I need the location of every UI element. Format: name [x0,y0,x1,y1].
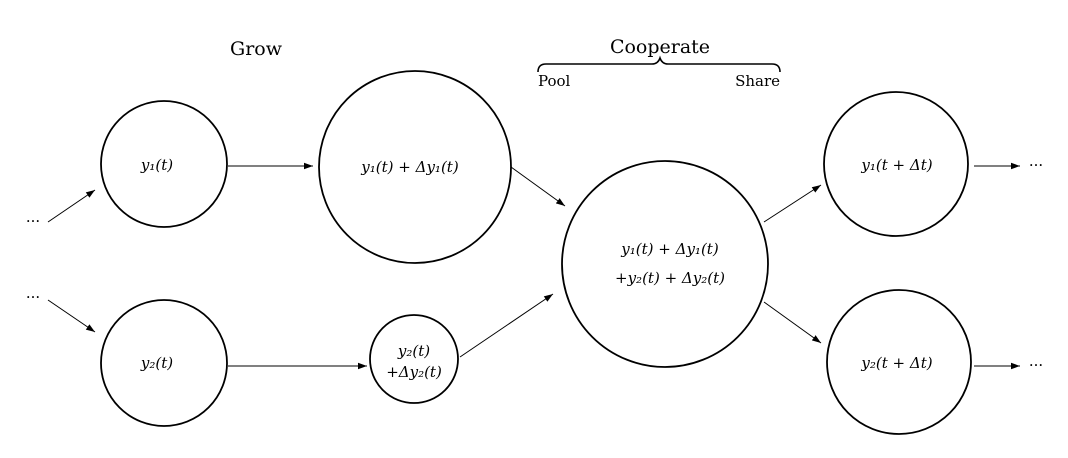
grow-header: Grow [230,38,283,60]
edge-y2-grown-to-pool [459,293,554,358]
share-label: Share [735,72,780,90]
ellipsis-out-bottom: ··· [1029,356,1043,374]
node-y2-t-line-1: y₂(t) [140,354,173,372]
ellipsis-out-top: ··· [1029,156,1043,174]
node-pooled: y₁(t) + Δy₁(t) +y₂(t) + Δy₂(t) [561,160,769,368]
edge-pool-to-y1-next [763,184,822,223]
cooperate-header: Cooperate [610,36,710,58]
edge-ellipsis-to-y2 [47,299,96,333]
ellipsis-in-top: ··· [26,212,40,230]
node-y1-grown: y₁(t) + Δy₁(t) [318,70,512,264]
node-pooled-line-2: +y₂(t) + Δy₂(t) [615,269,725,287]
node-pooled-line-1: y₁(t) + Δy₁(t) [620,240,719,258]
edge-y1-grown-to-pool [510,166,566,207]
cooperate-brace [537,55,781,73]
node-y1-next-line-1: y₁(t + Δt) [860,156,932,174]
ellipsis-in-bottom: ··· [26,288,40,306]
edge-pool-to-y2-next [763,301,822,344]
node-y1-t: y₁(t) [100,100,228,228]
pool-label: Pool [538,72,571,90]
node-y2-t: y₂(t) [100,299,228,427]
node-y2-grown: y₂(t) +Δy₂(t) [369,314,459,404]
node-y2-grown-line-2: +Δy₂(t) [386,363,442,381]
node-y2-grown-line-1: y₂(t) [397,342,430,360]
node-y1-t-line-1: y₁(t) [140,156,173,174]
node-y1-grown-line-1: y₁(t) + Δy₁(t) [360,158,459,176]
node-y1-next: y₁(t + Δt) [823,91,969,237]
node-y2-next: y₂(t + Δt) [826,289,972,435]
edge-ellipsis-to-y1 [47,189,96,223]
node-y2-next-line-1: y₂(t + Δt) [860,354,932,372]
